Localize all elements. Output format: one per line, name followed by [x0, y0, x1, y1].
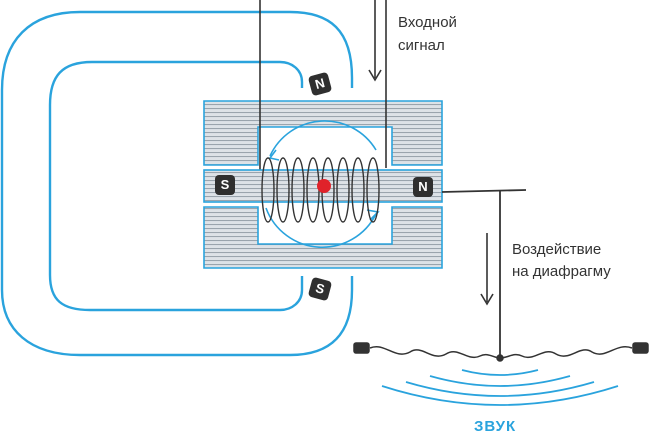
input-arrow	[368, 0, 382, 82]
diaphragm-label-line1: Воздействие	[512, 241, 602, 258]
pole-armature-left: S	[215, 175, 235, 195]
drive-rod	[441, 189, 527, 358]
diaphragm	[353, 342, 649, 362]
input-signal-label-line1: Входной	[398, 14, 457, 31]
magnet-inner-outline	[48, 60, 304, 312]
sound-label: ЗВУК	[474, 418, 517, 435]
core-top-piece	[203, 100, 443, 166]
diaphragm-label-line2: на диафрагму	[512, 263, 611, 280]
magnet-outer-outline	[0, 10, 354, 357]
coil-winding	[261, 157, 380, 223]
red-dot-icon	[317, 179, 331, 193]
core-bottom-piece	[203, 206, 443, 269]
pole-armature-right: N	[413, 177, 433, 197]
stator-core	[203, 100, 443, 269]
force-arrow	[480, 233, 494, 306]
input-signal-wires	[259, 0, 387, 170]
sound-wave-icon	[381, 369, 619, 406]
input-signal-label-line2: сигнал	[398, 37, 445, 54]
permanent-magnet	[0, 10, 354, 357]
